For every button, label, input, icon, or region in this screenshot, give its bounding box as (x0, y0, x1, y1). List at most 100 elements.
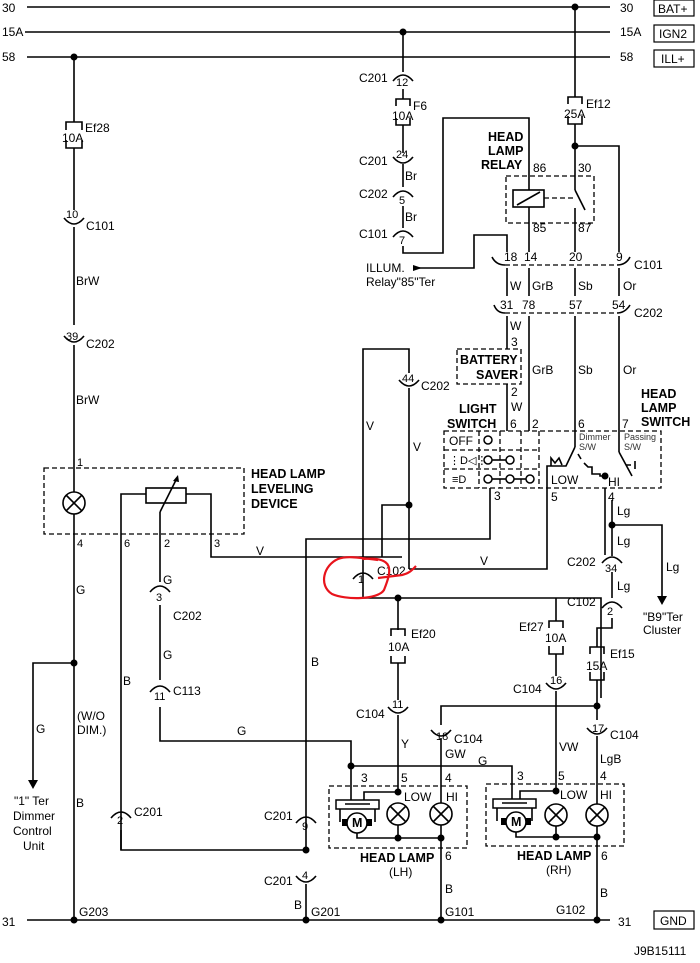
c202-pin54: 54 (612, 298, 626, 312)
wire-b-g102: B (600, 886, 608, 900)
wire-vw: VW (559, 740, 579, 754)
dimmer-ref-2: Dimmer (13, 809, 55, 823)
c201-label-9: C201 (264, 809, 293, 823)
light-switch: LIGHT SWITCH 6 2 OFF ⋮D◁⋮ ≡D 3 (443, 402, 662, 503)
hl-switch-pin7: 7 (622, 417, 629, 431)
head-lamp-lh: 3 5 4 LOW HI M HEAD LAMP (LH) 6 B (328, 766, 468, 896)
c201-pin4: 4 (302, 870, 308, 882)
lh-title: HEAD LAMP (360, 851, 434, 865)
c201-pin2: 2 (117, 815, 123, 827)
c102-pin2: 2 (607, 606, 613, 618)
leveling-title-2: LEVELING (251, 482, 314, 496)
relay-title-2: LAMP (488, 144, 523, 158)
c201-label-24: C201 (359, 154, 388, 168)
wire-brw-1: BrW (76, 274, 100, 288)
hl-switch-title-2: LAMP (641, 401, 676, 415)
dimmer-sw-label-1: Dimmer (579, 432, 611, 442)
c101-pin7: 7 (399, 235, 405, 247)
dimmer-ref-4: Unit (23, 839, 45, 853)
c202-label-5: C202 (359, 187, 388, 201)
f6-label: F6 (413, 99, 427, 113)
f6-rating: 10A (392, 109, 413, 123)
ill-plus-label: ILL+ (661, 52, 685, 66)
c102-pin1: 1 (358, 574, 364, 586)
dimmer-sw-label-2: S/W (579, 442, 597, 452)
gnd-label: GND (660, 914, 687, 928)
rail-15a-terminal: 15A (2, 25, 23, 39)
c202-label-3: C202 (173, 609, 202, 623)
illum-ref-1: ILLUM. (366, 261, 405, 275)
wire-sb-2: Sb (578, 363, 593, 377)
wire-g-rh: G (478, 754, 487, 768)
c101-connector-row: 18 14 20 9 C101 W GrB Sb Or (491, 250, 663, 296)
wire-w-2: W (510, 319, 522, 333)
relay-pin-85: 85 (533, 221, 547, 235)
lh-low: LOW (404, 790, 432, 804)
ef20-rating: 10A (388, 640, 409, 654)
lh-pin5: 5 (401, 771, 408, 785)
c104-label-16: C104 (513, 682, 542, 696)
wire-b-c201-9: B (311, 655, 319, 669)
ef15-label: Ef15 (610, 647, 635, 661)
lh-pin4: 4 (445, 771, 452, 785)
lh-pin6: 6 (445, 849, 452, 863)
wire-g-lev2: G (163, 573, 172, 587)
battery-saver-title-2: SAVER (476, 368, 518, 382)
hl-switch-title-1: HEAD (641, 387, 676, 401)
wire-grb-1: GrB (532, 279, 553, 293)
c202-pin34: 34 (605, 563, 617, 575)
light-switch-pin6: 6 (510, 417, 517, 431)
wire-br-1: Br (405, 169, 417, 183)
head-lamp-switch: HEAD LAMP SWITCH 6 7 Dimmer S/W Passing … (546, 387, 690, 555)
leveling-pin-3: 3 (214, 538, 220, 550)
c104-pin18: 18 (436, 731, 448, 743)
c202-connector-row: 31 78 57 54 C202 (493, 298, 663, 320)
c201-label-12: C201 (359, 71, 388, 85)
rail-58-terminal: 58 (2, 50, 16, 64)
battery-saver-pin3: 3 (511, 335, 518, 349)
c201-pin12: 12 (396, 77, 408, 89)
c202-pin31: 31 (500, 298, 514, 312)
rh-pin5: 5 (558, 769, 565, 783)
c201-pin24: 24 (396, 149, 408, 161)
rail-58: 58 58 ILL+ (2, 49, 695, 68)
c202-label-row: C202 (634, 306, 663, 320)
lh-hi: HI (446, 790, 458, 804)
wire-grb-2: GrB (532, 363, 553, 377)
c104-pin11: 11 (392, 699, 403, 711)
c202-pin5: 5 (399, 195, 405, 207)
wo-dim-1: (W/O (77, 709, 105, 723)
hl-switch-low: LOW (551, 473, 579, 487)
ground-g101: G101 (445, 905, 475, 919)
wire-v-left: V (366, 419, 374, 433)
relay-pin-86: 86 (533, 161, 547, 175)
c101-label-left: C101 (86, 219, 115, 233)
c202-label-left: C202 (86, 337, 115, 351)
headlamp-icon: ≡D (452, 474, 466, 486)
wire-lg-cluster: Lg (666, 560, 679, 574)
rh-pin3: 3 (517, 769, 524, 783)
rh-title: HEAD LAMP (517, 849, 591, 863)
ground-g201: G201 (311, 905, 341, 919)
ef28-label: Ef28 (85, 121, 110, 135)
c104-label-18: C104 (454, 732, 483, 746)
rail-30-terminal: 30 (2, 1, 16, 15)
relay-pin-87: 87 (578, 221, 592, 235)
wire-w-1: W (510, 279, 522, 293)
c104-label-11: C104 (356, 707, 385, 721)
leveling-pin-2: 2 (164, 538, 170, 550)
passing-sw-label-1: Passing (624, 432, 656, 442)
wire-or-2: Or (623, 363, 636, 377)
parking-light-icon: ⋮D◁⋮ (449, 455, 487, 467)
wire-b-6: B (123, 674, 131, 688)
light-switch-title-1: LIGHT (459, 402, 497, 416)
hl-switch-title-3: SWITCH (641, 415, 690, 429)
wire-lgb: LgB (600, 752, 621, 766)
wire-v-c102: V (480, 554, 488, 568)
wire-g-c113: G (163, 648, 172, 662)
wire-lg-2: Lg (617, 534, 630, 548)
wire-br-2: Br (405, 210, 417, 224)
c101-label-row: C101 (634, 258, 663, 272)
c202-pin44: 44 (402, 373, 414, 385)
c113-pin11: 11 (154, 691, 165, 703)
